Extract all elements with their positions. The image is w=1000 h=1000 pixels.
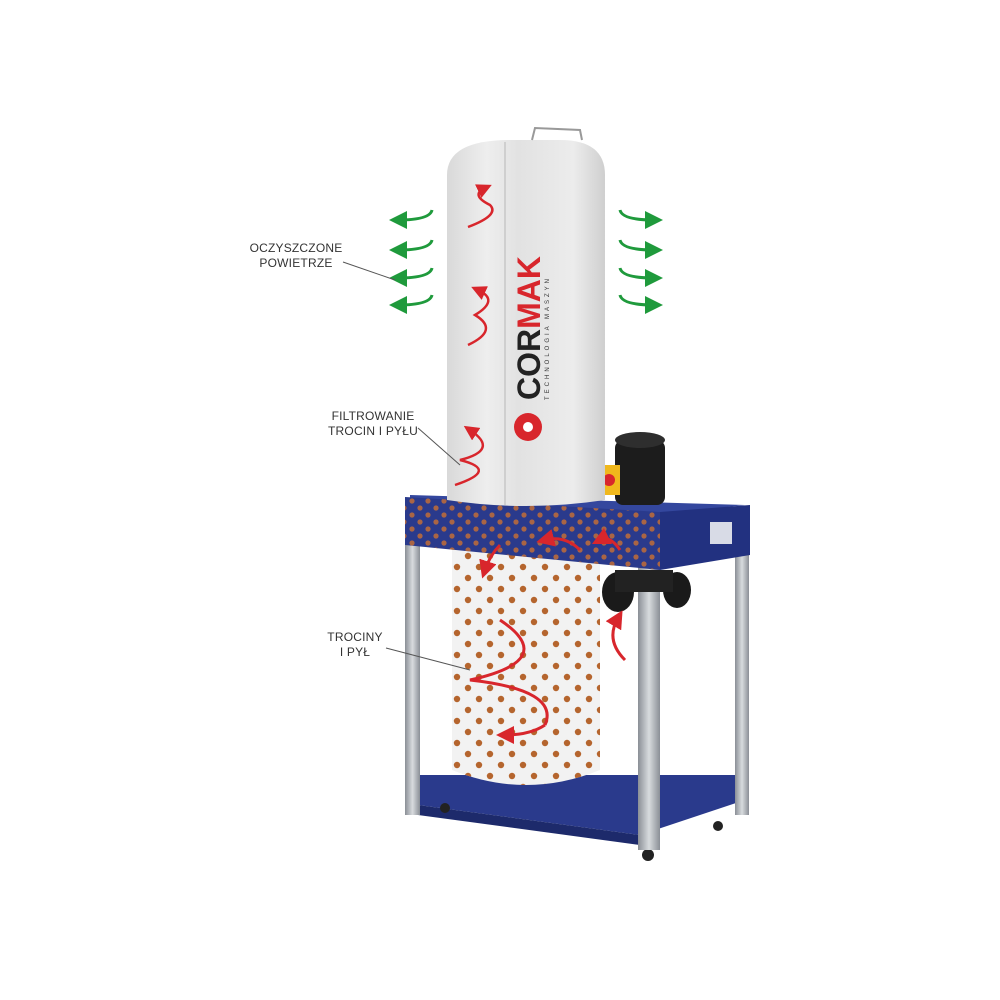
svg-text:TECHNOLOGIA MASZYN: TECHNOLOGIA MASZYN: [545, 276, 551, 400]
label-filtering: FILTROWANIE TROCIN I PYŁU: [313, 409, 433, 439]
label-line: POWIETRZE: [259, 256, 333, 270]
filter-bag: [447, 126, 605, 506]
svg-text:CORMAK: CORMAK: [511, 256, 547, 400]
bottom-shelf: [418, 775, 745, 861]
label-sawdust: TROCINY I PYŁ: [320, 630, 390, 660]
label-clean-air: OCZYSZCZONE POWIETRZE: [236, 241, 356, 271]
collection-bag: [452, 545, 600, 785]
airflow-red-arrows: [454, 184, 627, 744]
rating-plate: [710, 522, 732, 544]
label-line: OCZYSZCZONE: [249, 241, 343, 255]
top-plate: [405, 495, 750, 570]
motor: [598, 432, 665, 505]
label-line: TROCIN I PYŁU: [328, 424, 418, 438]
clean-air-green-arrows: [389, 209, 663, 314]
cormak-logo: CORMAK TECHNOLOGIA MASZYN: [511, 256, 551, 441]
label-line: TROCINY: [327, 630, 383, 644]
frame-legs: [405, 505, 749, 850]
label-line: FILTROWANIE: [331, 409, 415, 423]
leader-lines: [342, 261, 471, 671]
inlet-ports: [602, 570, 691, 612]
label-line: I PYŁ: [339, 645, 371, 659]
stop-button-icon: [603, 474, 615, 486]
